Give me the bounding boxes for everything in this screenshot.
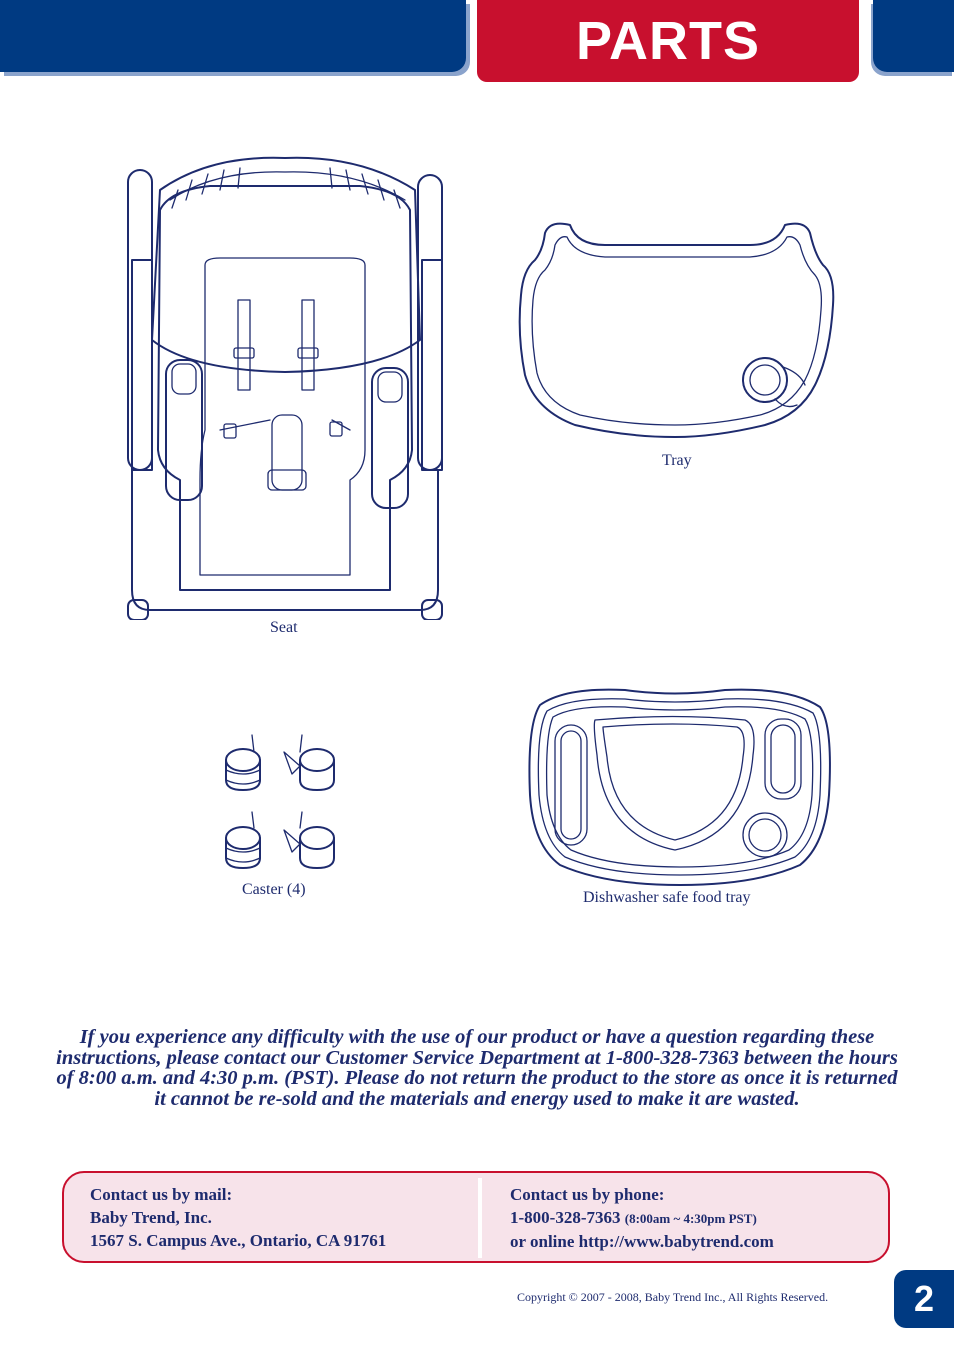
tray-label: Tray bbox=[662, 452, 692, 469]
mail-heading: Contact us by mail: bbox=[90, 1185, 233, 1204]
contact-box bbox=[62, 1171, 890, 1263]
caster-label: Caster (4) bbox=[242, 881, 306, 898]
mail-address: 1567 S. Campus Ave., Ontario, CA 91761 bbox=[90, 1231, 387, 1250]
header-title-tab: PARTS bbox=[477, 0, 859, 82]
contact-divider bbox=[478, 1178, 482, 1258]
company-name: Baby Trend, Inc. bbox=[90, 1208, 212, 1227]
seat-label: Seat bbox=[270, 619, 298, 636]
tray-illustration bbox=[518, 222, 835, 438]
page-title: PARTS bbox=[575, 11, 760, 71]
casters-illustration bbox=[225, 734, 335, 869]
header-band-left bbox=[0, 0, 466, 72]
phone-hours: (8:00am ~ 4:30pm PST) bbox=[624, 1211, 757, 1226]
header-band-right bbox=[873, 0, 954, 72]
phone-heading: Contact us by phone: bbox=[510, 1185, 665, 1204]
contact-mail-section: Contact us by mail: Baby Trend, Inc. 156… bbox=[90, 1183, 386, 1252]
page-number: 2 bbox=[913, 1278, 935, 1319]
copyright: Copyright © 2007 - 2008, Baby Trend Inc.… bbox=[517, 1290, 829, 1304]
phone-line: 1-800-328-7363 (8:00am ~ 4:30pm PST) bbox=[510, 1206, 774, 1230]
seat-illustration bbox=[127, 156, 443, 620]
customer-service-notice: If you experience any difficulty with th… bbox=[56, 1026, 898, 1110]
contact-phone-section: Contact us by phone: 1-800-328-7363 (8:0… bbox=[510, 1183, 774, 1253]
page-number-tab: 2 bbox=[894, 1270, 954, 1328]
online-link[interactable]: or online http://www.babytrend.com bbox=[510, 1232, 774, 1251]
phone-number[interactable]: 1-800-328-7363 bbox=[510, 1208, 621, 1227]
food-tray-label: Dishwasher safe food tray bbox=[583, 889, 751, 906]
food-tray-illustration bbox=[528, 688, 831, 886]
